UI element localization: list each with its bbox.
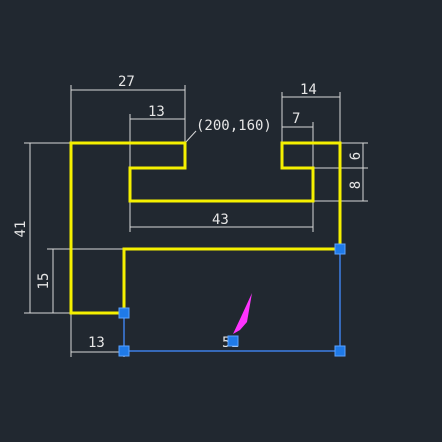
selected-geometry[interactable] [123, 249, 341, 352]
dim-text-height-total: 41 [13, 221, 29, 238]
dim-text-right-v-mid: 8 [348, 181, 364, 189]
dim-text-inner-slot-left: 13 [148, 104, 165, 120]
coordinate-label: (200,160) [196, 118, 272, 134]
dim-text-right-v-small: 6 [348, 152, 364, 160]
dim-text-bottom-left: 13 [88, 335, 105, 351]
dim-text-width-top: 27 [118, 74, 135, 90]
arrow-cursor-icon [233, 293, 252, 334]
grip-point[interactable] [334, 243, 346, 255]
grip-midpoint[interactable] [227, 335, 239, 347]
grip-point[interactable] [118, 345, 130, 357]
grip-point[interactable] [118, 307, 130, 319]
dim-text-right-inner: 7 [292, 111, 300, 127]
dim-text-right-top: 14 [300, 82, 317, 98]
profile-outline[interactable] [69, 141, 342, 315]
dim-text-height-lower: 15 [36, 273, 52, 290]
dim-text-slot-width: 43 [212, 212, 229, 228]
grip-point[interactable] [334, 345, 346, 357]
